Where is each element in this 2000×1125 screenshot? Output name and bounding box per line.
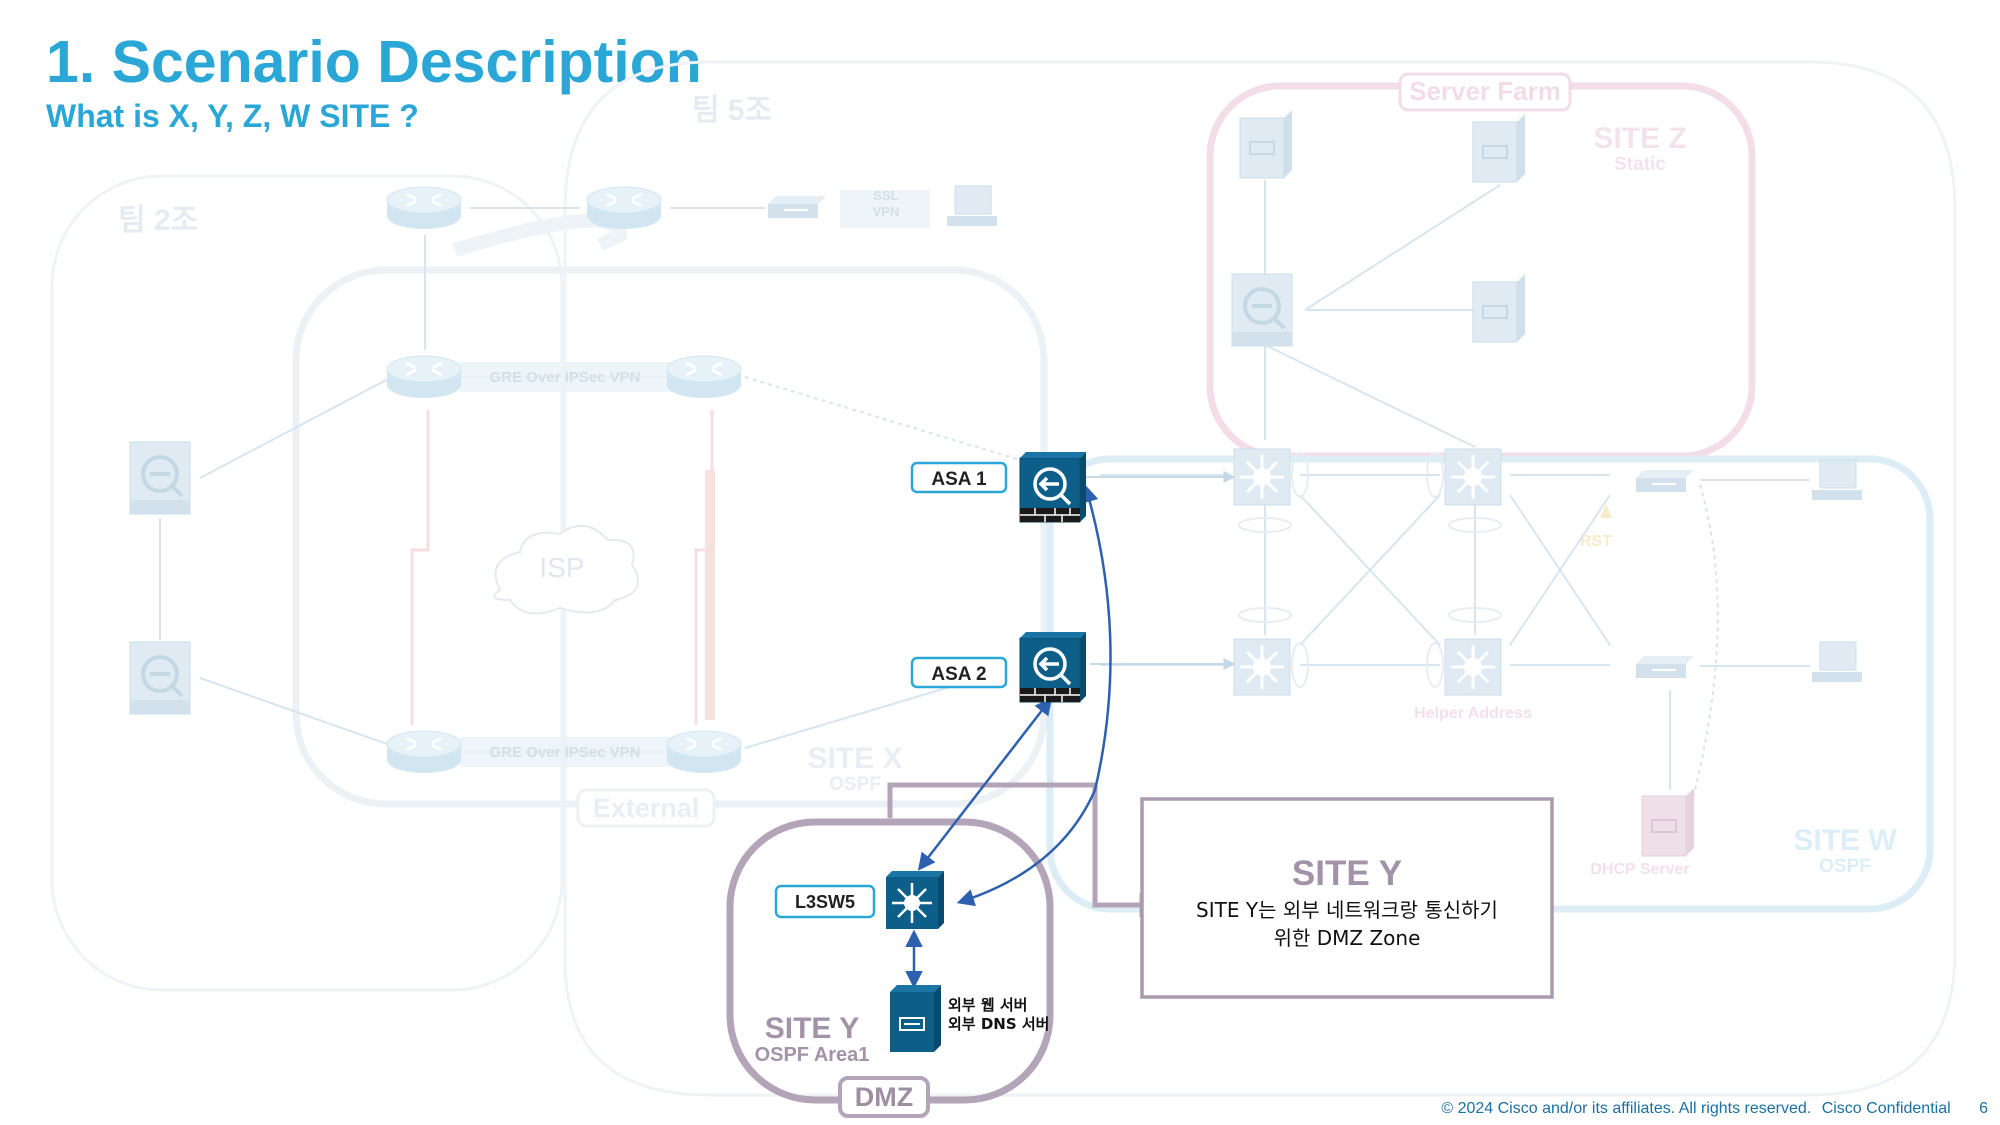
dmz-label: DMZ [855, 1082, 913, 1112]
access-switch-icon [1635, 655, 1695, 679]
switch-icon [1443, 447, 1503, 507]
asa2-label: ASA 2 [931, 664, 986, 685]
site-z-label: SITE Z [1593, 122, 1686, 155]
router-icon [585, 185, 663, 231]
gre-vpn-bottom-label: GRE Over IPSec VPN [490, 744, 641, 761]
router-icon [665, 729, 743, 775]
router-icon [385, 185, 463, 231]
footer-confidential: Cisco Confidential [1821, 1100, 1951, 1117]
page-number: 6 [1979, 1100, 1988, 1117]
site-x-zone [292, 266, 1048, 808]
dmz-server-icon[interactable] [889, 984, 942, 1053]
asa1-label: ASA 1 [931, 469, 987, 490]
firewall-icon [128, 440, 192, 516]
helper-address-label: Helper Address [1414, 705, 1532, 722]
switch-icon [1443, 637, 1503, 697]
ssl-vpn-label-1: SSL [873, 188, 898, 203]
isp-label: ISP [539, 552, 584, 583]
site-w-label: SITE W [1793, 824, 1897, 857]
site-z-protocol: Static [1614, 154, 1666, 175]
team5-zone [563, 60, 1957, 1097]
pc-icon [1811, 459, 1863, 501]
server-icon [1472, 273, 1526, 343]
callout-line-2: 위한 DMZ Zone [1274, 926, 1421, 950]
l3sw5-label: L3SW5 [795, 892, 855, 912]
router-icon [385, 729, 463, 775]
server-icon [1472, 113, 1526, 183]
slide-subtitle: What is X, Y, Z, W SITE ? [46, 98, 419, 134]
firewall-icon [128, 640, 192, 716]
vpn-gateway-icon [767, 195, 827, 219]
site-y-protocol: OSPF Area1 [755, 1044, 870, 1066]
pc-icon [1811, 641, 1863, 683]
switch-icon [1232, 637, 1292, 697]
team5-label: 팀 5조 [692, 94, 772, 127]
asa2-firewall-icon[interactable] [1018, 630, 1088, 704]
l3sw5-label-box [774, 884, 876, 919]
team2-label: 팀 2조 [118, 204, 198, 237]
server-farm-label-box [1398, 72, 1572, 112]
site-x-protocol: OSPF [829, 774, 881, 795]
ssl-vpn-label-2: VPN [873, 204, 900, 219]
router-icon [665, 354, 743, 400]
isp-cloud [493, 524, 640, 615]
site-x-label: SITE X [807, 742, 902, 775]
server-farm-label: Server Farm [1409, 76, 1561, 106]
site-w-protocol: OSPF [1819, 856, 1871, 877]
dns-server-label: 외부 DNS 서버 [948, 1015, 1049, 1033]
team2-zone [50, 174, 564, 992]
footer: © 2024 Cisco and/or its affiliates. All … [1435, 1100, 1988, 1118]
l3sw5-switch-icon[interactable] [884, 869, 946, 931]
site-y-callout [1140, 797, 1554, 999]
asa1-label-box [910, 461, 1008, 494]
gre-vpn-top-label: GRE Over IPSec VPN [490, 369, 641, 386]
footer-copyright: © 2024 Cisco and/or its affiliates. All … [1441, 1100, 1812, 1117]
access-switch-icon [1635, 469, 1695, 493]
switch-icon [1232, 447, 1292, 507]
asa2-label-box [910, 656, 1008, 689]
external-label-box [576, 788, 716, 828]
firewall-icon [1230, 272, 1294, 348]
rstp-label: RST [1580, 533, 1612, 550]
asa1-firewall-icon[interactable] [1018, 450, 1088, 524]
slide-title: 1. Scenario Description [46, 29, 702, 95]
asa1-l3sw5-link [956, 484, 1112, 907]
callout-title: SITE Y [1292, 854, 1402, 893]
router-icon [385, 354, 463, 400]
dhcp-server-icon [1641, 787, 1695, 857]
pc-icon [946, 185, 998, 227]
external-label: External [593, 793, 700, 823]
asa2-l3sw5-link [917, 697, 1053, 871]
dhcp-server-label: DHCP Server [1590, 861, 1689, 878]
dmz-label-box [838, 1076, 930, 1118]
web-server-label: 외부 웹 서버 [948, 996, 1027, 1014]
callout-line-1: SITE Y는 외부 네트워크랑 통신하기 [1196, 898, 1498, 922]
server-icon [1239, 109, 1293, 179]
site-y-label: SITE Y [765, 1012, 859, 1045]
